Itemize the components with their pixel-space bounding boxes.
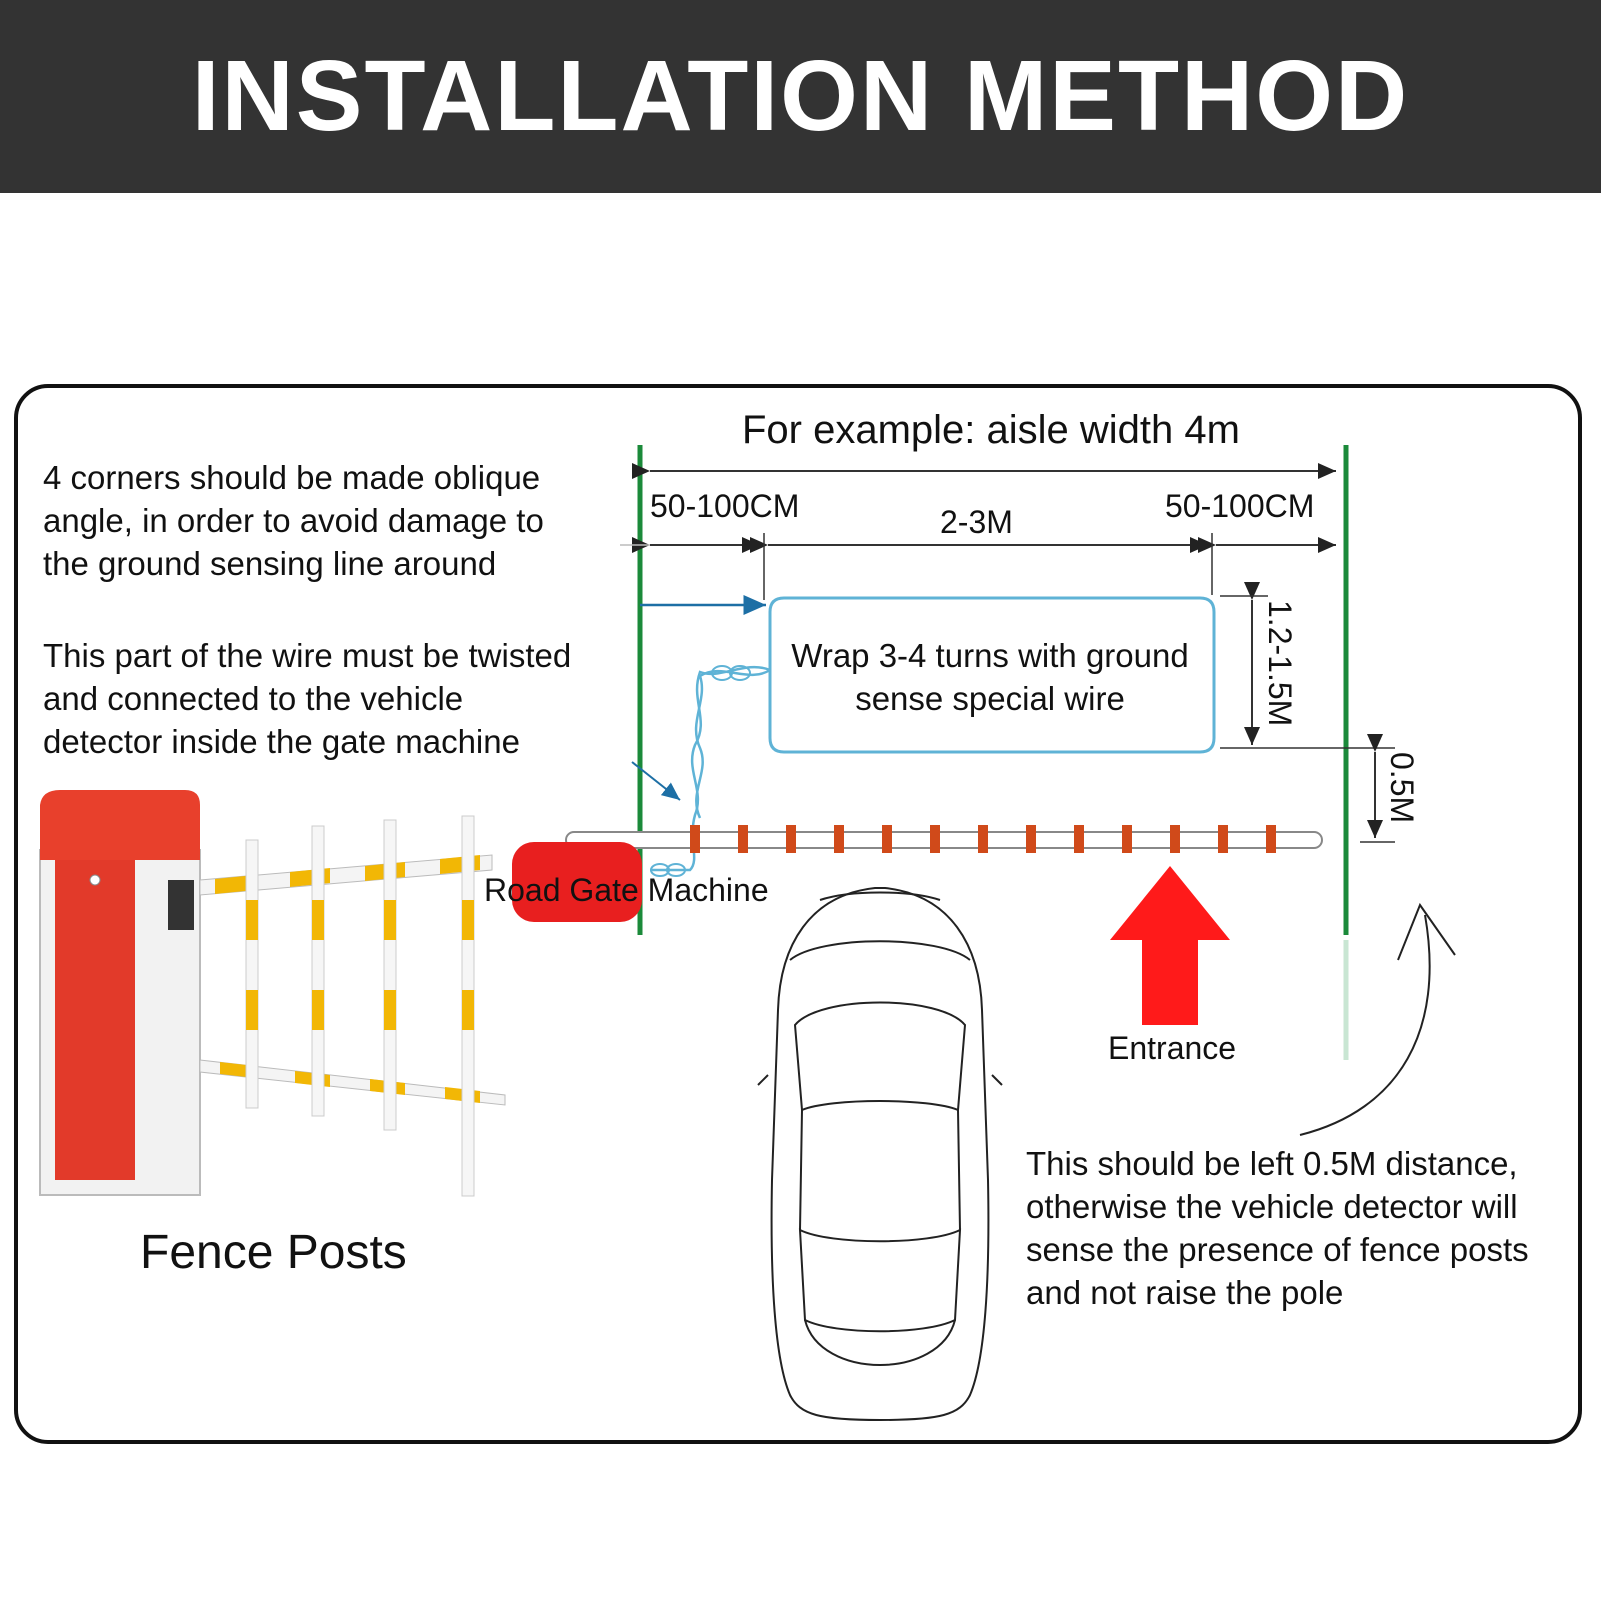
gate-machine-label: Road Gate Machine bbox=[484, 872, 769, 908]
barrier-arm-stripes bbox=[690, 825, 1276, 853]
header-bar: INSTALLATION METHOD bbox=[0, 0, 1601, 193]
gate-machine-top bbox=[512, 842, 642, 922]
diagram-frame bbox=[14, 384, 1582, 1444]
gate-machine-illustration bbox=[39, 790, 201, 1196]
loop-depth-label: 1.2-1.5M bbox=[1262, 600, 1298, 727]
loop-wrap-note: Wrap 3-4 turns with ground sense special… bbox=[791, 637, 1189, 717]
entrance-arrow bbox=[1110, 866, 1230, 1025]
aisle-width-label: For example: aisle width 4m bbox=[742, 408, 1240, 452]
ground-sensing-loop bbox=[768, 596, 1216, 754]
fence-arm-illustration bbox=[199, 815, 506, 1197]
entrance-label: Entrance bbox=[1108, 1030, 1237, 1066]
barrier-arm bbox=[565, 831, 1323, 849]
note-pointer-arrow bbox=[1299, 914, 1431, 1136]
distance-note: This should be left 0.5M distance, other… bbox=[1026, 1145, 1529, 1311]
twisted-wire-note: This part of the wire must be twisted an… bbox=[43, 637, 572, 760]
page-title: INSTALLATION METHOD bbox=[191, 40, 1410, 152]
car-illustration bbox=[757, 887, 1003, 1422]
left-margin-label: 50-100CM bbox=[650, 488, 800, 524]
loop-width-label: 2-3M bbox=[940, 504, 1013, 540]
offset-label: 0.5M bbox=[1384, 752, 1420, 824]
corners-note: 4 corners should be made oblique angle, … bbox=[43, 459, 544, 582]
twisted-pointer-arrow bbox=[631, 761, 681, 801]
right-margin-label: 50-100CM bbox=[1165, 488, 1315, 524]
fence-posts-label: Fence Posts bbox=[140, 1226, 407, 1279]
